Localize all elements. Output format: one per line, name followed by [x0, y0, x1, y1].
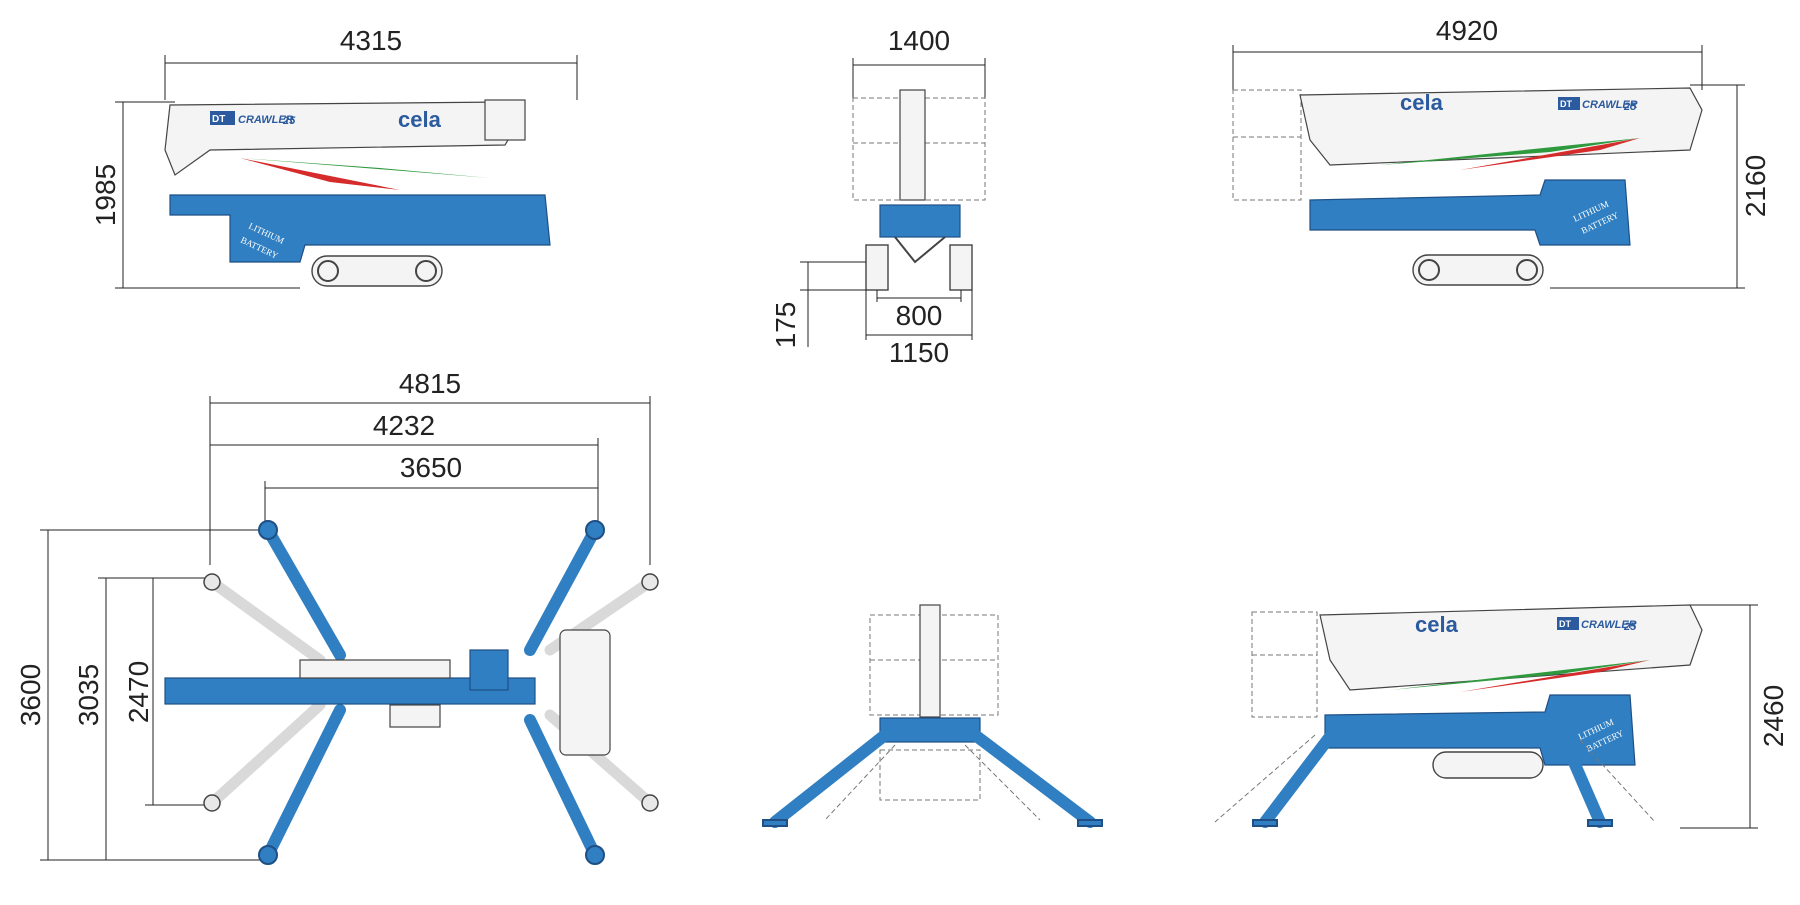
front-view-stowed: 1400 175 800 1150 [770, 25, 986, 368]
basket [484, 99, 526, 141]
dimension-span-inner: 3650 [264, 452, 598, 525]
dimension-span-outer: 4815 [209, 368, 651, 565]
dimension-width-mid: 3035 [73, 577, 210, 860]
crawler-track [311, 255, 443, 287]
dim-label: 4232 [373, 410, 435, 441]
brand-logo: cela [1400, 90, 1444, 115]
chassis [879, 717, 981, 743]
flag-stripe-green [1380, 138, 1640, 165]
chassis [879, 204, 961, 238]
dim-label: 3650 [400, 452, 462, 483]
dim-label: 2160 [1740, 155, 1771, 217]
dim-label: 2460 [1758, 685, 1789, 747]
crawler-track [1432, 751, 1544, 779]
flag-stripe-green [240, 158, 490, 178]
track-outline [879, 749, 981, 801]
dim-label: 4815 [399, 368, 461, 399]
svg-text:CRAWLER: CRAWLER [238, 114, 294, 126]
track-wheel [415, 260, 437, 282]
side-view-stowed-left: 4315 1985 DT CRAWLER 25 cela LITHIUM BAT… [90, 25, 578, 289]
svg-text:cela: cela [398, 107, 442, 132]
outrigger-arms [206, 524, 656, 861]
dimension-width-inner: 2470 [123, 578, 210, 806]
outrigger-foot [1252, 819, 1278, 827]
svg-text:CRAWLER: CRAWLER [1581, 619, 1637, 631]
svg-text:cela: cela [1415, 612, 1459, 637]
dim-label: 3035 [73, 664, 104, 726]
front-view-outriggers [762, 604, 1103, 828]
dimension-height-outriggers: 2460 [1680, 604, 1789, 829]
side-view-outriggers: 2460 cela DT CRAWLER 25 LITHIUM BATTERY [1214, 604, 1789, 829]
svg-text:cela: cela [1400, 90, 1444, 115]
flag-stripe-red [240, 158, 400, 190]
mast [899, 89, 926, 201]
dimension-length-side-right: 4920 [1232, 15, 1703, 90]
dimension-width-outer: 3600 [15, 529, 265, 861]
dim-label: 175 [770, 302, 801, 349]
basket-top [559, 629, 611, 756]
track-wheel [317, 260, 339, 282]
side-view-stowed-right: 4920 2160 cela DT CRAWLER 25 LITHIUM BAT… [1232, 15, 1771, 289]
dim-label: 800 [896, 300, 943, 331]
dimension-width-side-left: 4315 [164, 25, 578, 100]
flag-stripe-red [1460, 660, 1650, 692]
svg-text:25: 25 [282, 115, 296, 127]
outrigger-foot [762, 819, 788, 827]
model-badge: DT CRAWLER 25 [1557, 617, 1637, 633]
svg-text:DT: DT [1560, 99, 1572, 109]
dimension-track-gauge: 800 [876, 290, 962, 331]
crawler-track [865, 244, 889, 291]
outrigger-foot [1077, 819, 1103, 827]
dim-label: 4315 [340, 25, 402, 56]
brand-logo: cela [398, 107, 442, 132]
mast [919, 604, 941, 718]
brand-logo: cela [1415, 612, 1459, 637]
outrigger-foot [1587, 819, 1613, 827]
svg-text:DT: DT [1559, 619, 1571, 629]
dimension-span-mid: 4232 [210, 410, 599, 525]
basket-outline [1251, 611, 1318, 718]
dim-label: 2470 [123, 661, 154, 723]
dim-label: 1985 [90, 164, 121, 226]
model-badge: DT CRAWLER 25 [210, 111, 296, 127]
flag-stripe-red [1460, 138, 1640, 170]
dimension-clearance-front: 175 [770, 261, 866, 349]
chassis [1309, 179, 1631, 246]
chassis [169, 194, 551, 263]
model-badge: DT CRAWLER 25 [1558, 97, 1638, 113]
dim-label: 1150 [889, 337, 949, 368]
basket-outline [1232, 89, 1302, 201]
battery-top [389, 704, 441, 728]
outrigger-feet [203, 520, 659, 865]
dimension-track-outer: 1150 [865, 290, 973, 368]
top-view-outriggers: 4815 4232 3650 3600 3035 2470 [15, 368, 659, 865]
crawler-track [949, 244, 973, 291]
dim-label: 3600 [15, 664, 46, 726]
svg-text:25: 25 [1623, 621, 1637, 633]
chassis [1324, 694, 1636, 766]
turret [469, 649, 509, 691]
dim-label: 4920 [1436, 15, 1498, 46]
dimension-height-side-right: 2160 [1550, 84, 1771, 289]
dimension-width-front: 1400 [852, 25, 986, 98]
dim-label: 1400 [888, 25, 950, 56]
flag-stripe-green [1390, 660, 1650, 690]
boom-top [299, 659, 451, 679]
crawler-track [1412, 254, 1544, 286]
svg-text:DT: DT [212, 114, 225, 125]
svg-text:CRAWLER: CRAWLER [1582, 99, 1638, 111]
svg-text:25: 25 [1623, 101, 1637, 113]
dimension-height-side-left: 1985 [90, 101, 300, 289]
